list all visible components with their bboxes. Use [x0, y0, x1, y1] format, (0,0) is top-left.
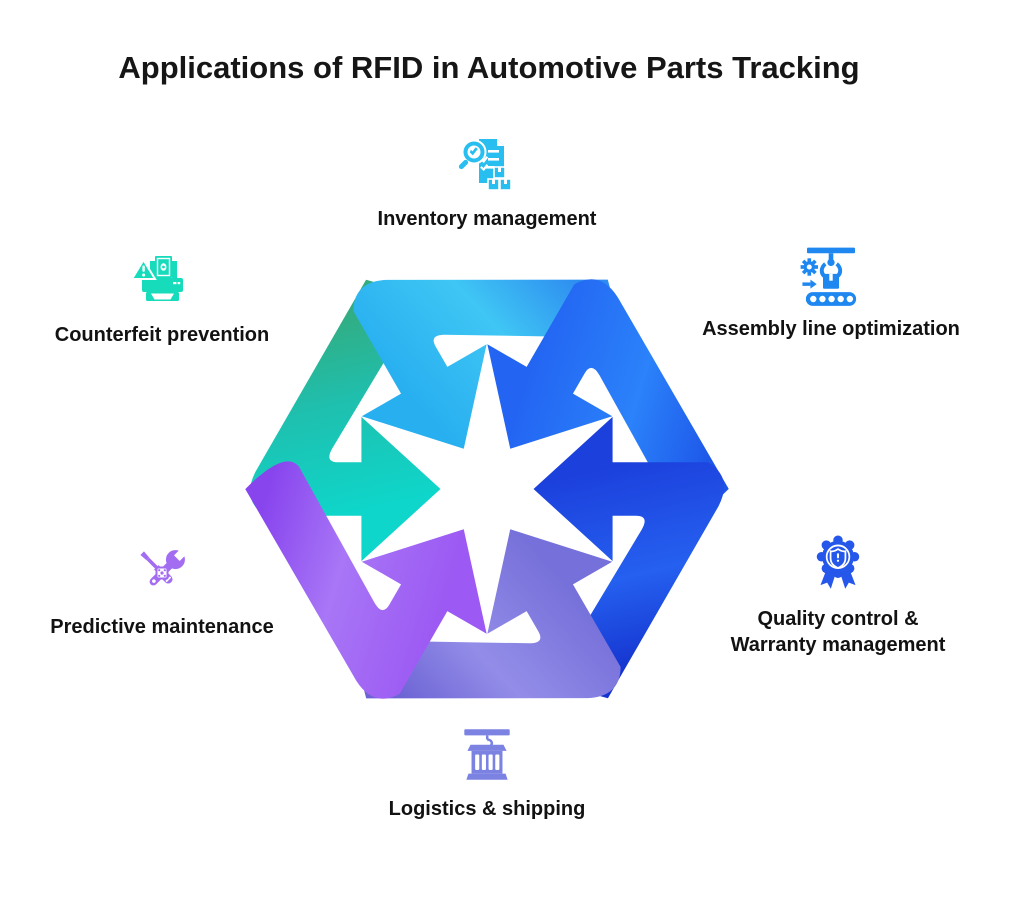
logistics-shipping-icon — [464, 729, 510, 780]
node-logistics-shipping: Logistics & shipping — [317, 723, 657, 822]
quality-control-warranty-icon — [816, 535, 860, 589]
node-predictive-maintenance: Predictive maintenance — [0, 541, 332, 640]
node-label-assembly-line-optimization: Assembly line optimization — [702, 318, 960, 340]
predictive-maintenance-icon — [140, 547, 188, 586]
node-label-quality-control-warranty: Quality control & Warranty management — [730, 608, 946, 656]
page-title: Applications of RFID in Automotive Parts… — [118, 50, 860, 85]
node-label-predictive-maintenance: Predictive maintenance — [50, 616, 274, 638]
node-counterfeit-prevention: Counterfeit prevention — [0, 249, 332, 348]
counterfeit-prevention-icon — [130, 256, 183, 301]
node-assembly-line-optimization: Assembly line optimization — [661, 243, 1001, 342]
node-quality-control-warranty: Quality control & Warranty management — [668, 531, 1008, 658]
node-label-counterfeit-prevention: Counterfeit prevention — [54, 324, 270, 346]
inventory-management-icon — [458, 139, 512, 191]
node-inventory-management: Inventory management — [317, 133, 657, 232]
assembly-line-optimization-icon — [800, 247, 857, 306]
node-label-inventory-management: Inventory management — [377, 208, 597, 230]
node-label-logistics-shipping: Logistics & shipping — [388, 798, 586, 820]
